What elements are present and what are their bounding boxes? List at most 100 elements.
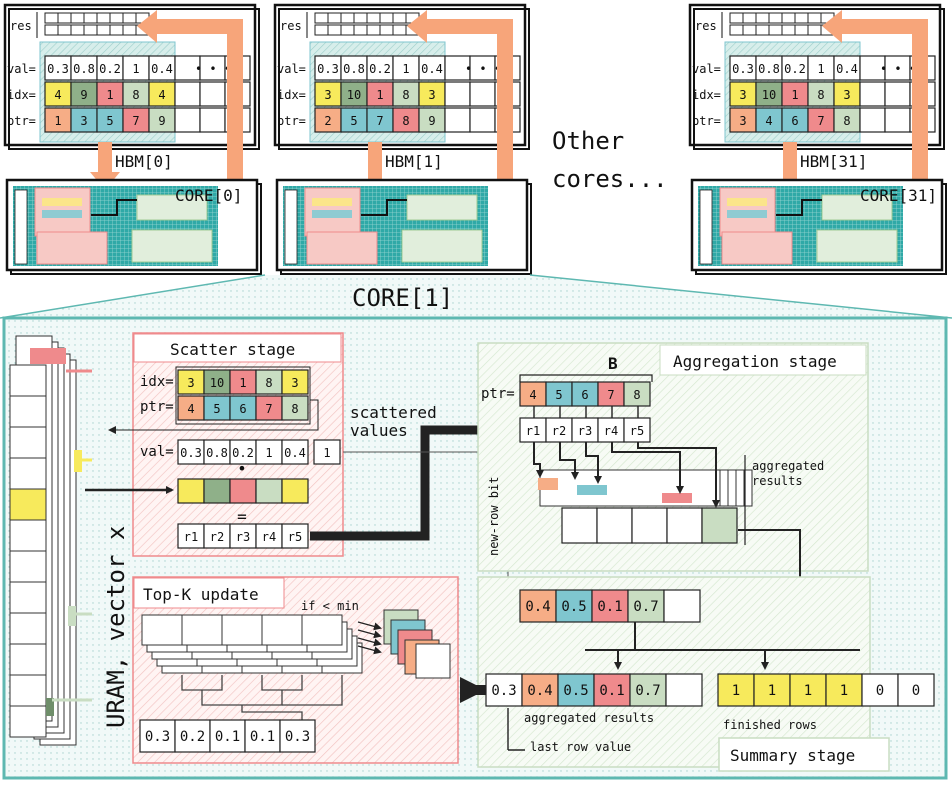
hbm-row-cell	[781, 81, 809, 107]
core-mini-row	[312, 198, 352, 206]
hbm-row-cell	[70, 81, 98, 107]
hbm-row-value: 3	[739, 88, 746, 102]
topk-tree	[282, 675, 343, 706]
res-cell	[392, 12, 407, 24]
res-cell	[781, 12, 796, 24]
res-cell	[57, 12, 72, 24]
agg-r-value: r5	[630, 424, 644, 438]
res-label: res	[280, 19, 302, 33]
summary-row-value: 0.5	[563, 683, 588, 699]
finished-bit-cell	[789, 673, 827, 707]
topk-stage-title: Top-K update	[143, 585, 259, 604]
hbm-row-cell	[44, 81, 72, 107]
scatter-result-value: r2	[210, 530, 224, 544]
hbm-row-cell	[96, 55, 124, 81]
uram-cell	[9, 643, 47, 676]
dot-operator: •	[237, 459, 247, 478]
hbm-label: HBM[1]	[385, 152, 443, 171]
row-label: val=	[7, 62, 36, 76]
res-cell	[340, 12, 355, 24]
hbm-row-value: 7	[376, 114, 383, 128]
scatter-val-value: 0.8	[206, 446, 228, 460]
res-cell	[379, 24, 394, 36]
core-thumbnail-0: CORE[0]	[5, 178, 262, 275]
hbm-row-value: 0.3	[732, 62, 754, 76]
res-cell	[109, 12, 124, 24]
ptr-label: ptr=	[140, 399, 174, 415]
return-arrow-vertical	[497, 27, 513, 182]
topk-output-cell	[279, 719, 316, 753]
hbm-frame-shadow	[693, 8, 945, 150]
summary-row-cell	[665, 673, 703, 707]
hbm-row-value: 4	[158, 88, 165, 102]
finished-bit-value: 1	[804, 683, 812, 699]
return-arrow-head	[407, 10, 427, 43]
hbm-row-cell	[44, 55, 72, 81]
scatter-result-cell	[281, 523, 309, 549]
hbm-row-cell	[148, 81, 176, 107]
finished-rows-label: finished rows	[723, 718, 817, 732]
return-arrow-horizontal	[425, 19, 513, 34]
agg-ptr-value: 4	[529, 388, 536, 402]
scatter-gathered-cell	[229, 478, 257, 504]
uram-cell	[9, 705, 47, 738]
hbm-row-value: 7	[132, 114, 139, 128]
topk-heap-layer	[261, 614, 303, 646]
uram-cell	[9, 426, 47, 459]
res-cell	[353, 12, 368, 24]
summary-row-value: 0.3	[491, 683, 516, 699]
return-arrow-vertical	[227, 27, 243, 182]
uram-yellow-marker	[74, 450, 82, 472]
load-connector	[368, 142, 382, 187]
res-cell	[96, 24, 111, 36]
agg-bin-front-cell	[596, 507, 633, 544]
scatter-idx-value: 8	[265, 376, 272, 390]
core-label: CORE[0]	[175, 186, 242, 205]
scatter-idx-ptr-border	[175, 366, 311, 425]
hbm-row-value: 0.2	[99, 62, 121, 76]
return-arrow-horizontal	[155, 19, 243, 34]
hbm-row-value: 1	[106, 88, 113, 102]
hbm-row-value: 5	[106, 114, 113, 128]
hbm-row-value: 1	[791, 88, 798, 102]
topk-output-cell	[139, 719, 176, 753]
finished-bit-value: 1	[840, 683, 848, 699]
core-mini-row	[42, 198, 82, 206]
hbm-row-value: 3	[324, 88, 331, 102]
res-label: res	[10, 19, 32, 33]
return-arrow-head	[137, 10, 157, 43]
hbm-empty-cell	[444, 81, 471, 107]
scatter-idx-value: 1	[239, 376, 246, 390]
uram-cell	[9, 550, 47, 583]
hbm-row-cell	[833, 81, 861, 107]
scatter-val-value: 0.2	[232, 446, 254, 460]
hbm-row-cell	[807, 107, 835, 133]
agg-ptr-cell	[519, 381, 547, 407]
hbm-row-value: 0.8	[73, 62, 95, 76]
scatter-val-cell	[281, 439, 309, 465]
core-uram-mini	[699, 189, 713, 265]
other-cores-line-1: Other	[552, 127, 624, 155]
row-label: ptr=	[692, 114, 721, 128]
agg-bin-layer	[539, 469, 721, 507]
hbm-row-cell	[122, 55, 150, 81]
scatter-gathered-cell	[255, 478, 283, 504]
aggregation-stage-title: Aggregation stage	[673, 352, 837, 371]
agg-ptr-value: 7	[607, 388, 614, 402]
agg-r-value: r3	[578, 424, 592, 438]
hbm-empty-cell	[469, 55, 496, 81]
hbm-row-value: 0.8	[758, 62, 780, 76]
hbm-row-cell	[807, 55, 835, 81]
agg-r-value: r1	[526, 424, 540, 438]
topk-heap-layer	[301, 614, 343, 646]
hbm-row-cell	[418, 55, 446, 81]
res-cell	[314, 12, 329, 24]
scatter-result-value: r1	[184, 530, 198, 544]
hbm-row-value: 3	[428, 88, 435, 102]
scatter-result-cell	[255, 523, 283, 549]
hbm-empty-cell	[174, 55, 201, 81]
